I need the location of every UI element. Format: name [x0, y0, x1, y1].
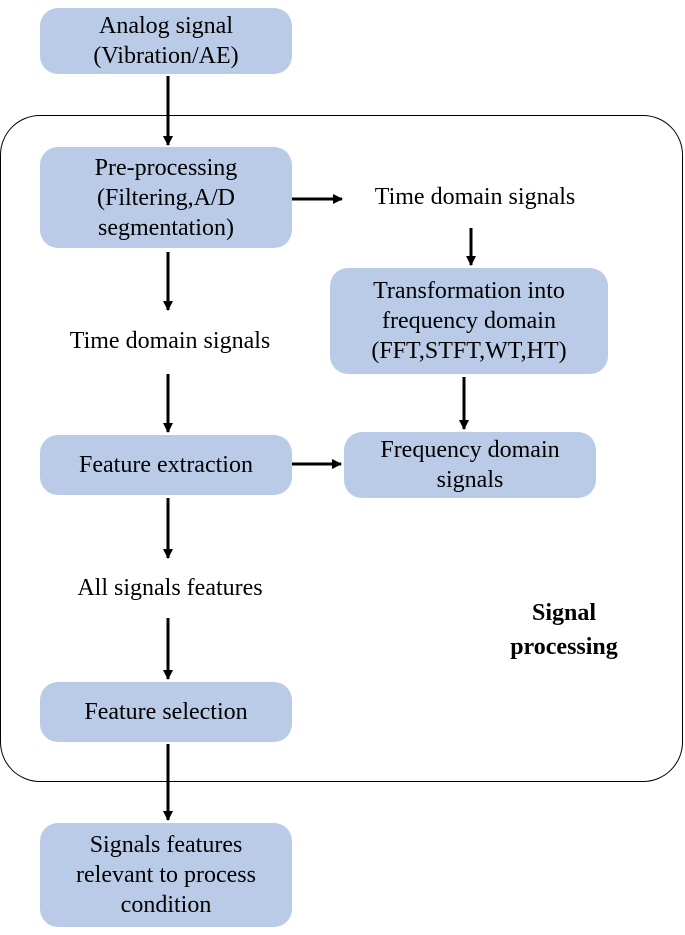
relevant-features-node: Signals features relevant to process con… — [40, 823, 292, 927]
preprocessing-line-3: segmentation) — [98, 214, 234, 241]
relevant-features-line-1: Signals features — [89, 832, 243, 858]
time-domain-signals-left-label: Time domain signals — [69, 328, 271, 354]
pre-processing-node: Pre-processing (Filtering,A/D segmentati… — [40, 147, 292, 248]
relevant-features-line-3: condition — [120, 892, 212, 918]
preprocessing-line-1: Pre-processing — [94, 154, 238, 181]
frequency-domain-line-1: Frequency domain — [380, 437, 560, 463]
frequency-domain-node: Frequency domain signals — [344, 432, 596, 498]
feature-selection-line-1: Feature selection — [84, 699, 248, 725]
analog-signal-node: Analog signal (Vibration/AE) — [40, 8, 292, 74]
feature-extraction-node: Feature extraction — [40, 435, 292, 495]
analog-line-2: (Vibration/AE) — [93, 43, 239, 69]
feature-extraction-line-1: Feature extraction — [79, 452, 253, 478]
time-domain-signals-right-label: Time domain signals — [374, 184, 576, 210]
signal-processing-title: Signal processing — [496, 596, 632, 664]
preprocessing-line-2: (Filtering,A/D — [96, 184, 235, 211]
frequency-domain-line-2: signals — [436, 467, 504, 493]
transformation-line-3: (FFT,STFT,WT,HT) — [371, 338, 567, 364]
relevant-features-line-2: relevant to process — [76, 862, 256, 888]
transformation-line-2: frequency domain — [382, 308, 556, 334]
analog-line-1: Analog signal — [99, 13, 233, 39]
all-signals-features-label: All signals features — [77, 575, 263, 601]
group-title-line-1: Signal — [531, 600, 597, 626]
group-title-line-2: processing — [510, 634, 618, 660]
signal-processing-group — [0, 115, 683, 782]
transformation-line-1: Transformation into — [373, 278, 565, 304]
transformation-node: Transformation into frequency domain (FF… — [330, 268, 608, 374]
feature-selection-node: Feature selection — [40, 682, 292, 742]
